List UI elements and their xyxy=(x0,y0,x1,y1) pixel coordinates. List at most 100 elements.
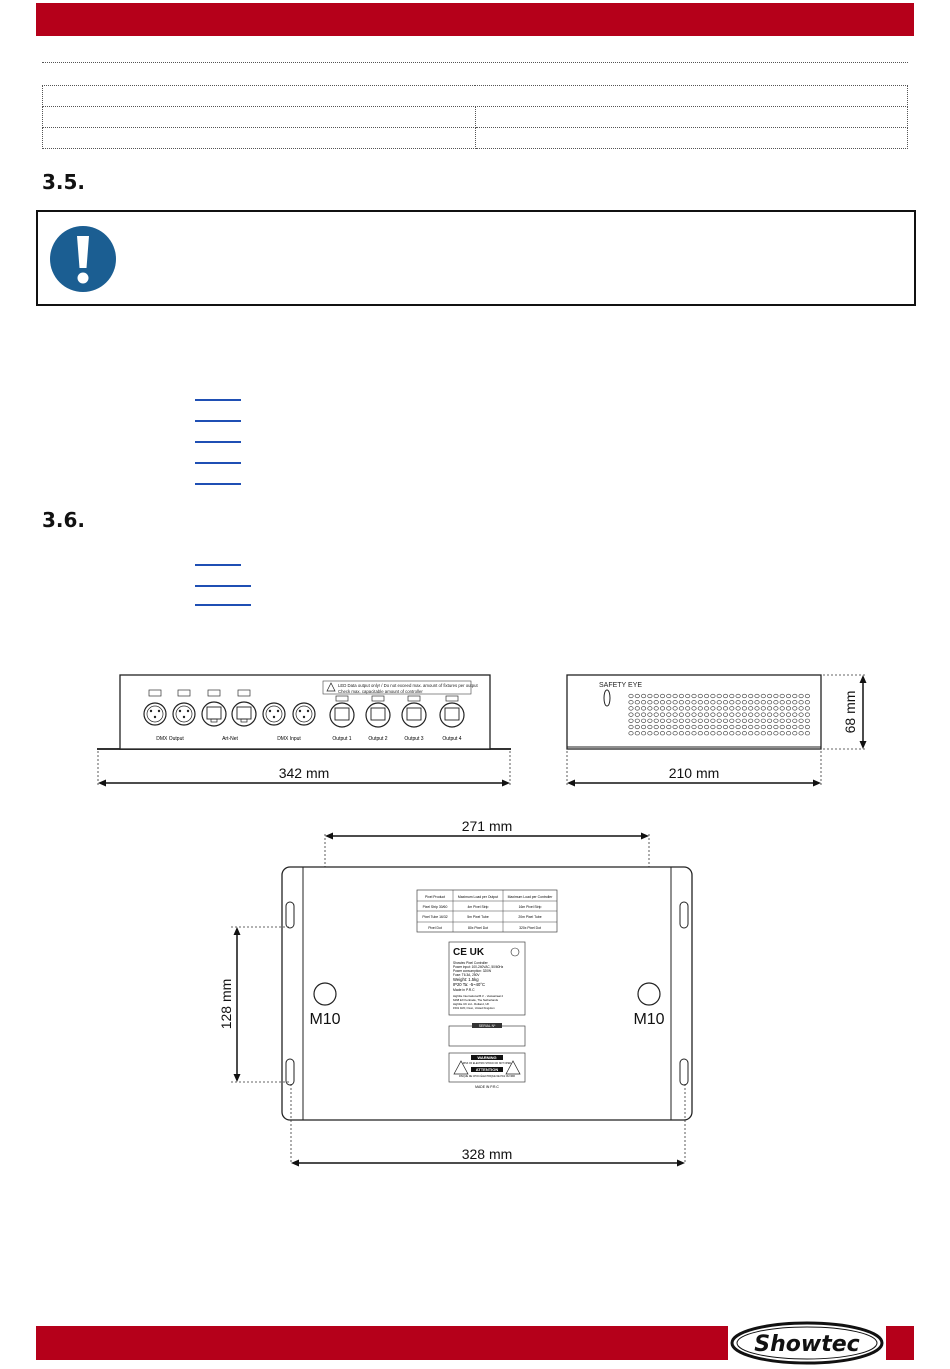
vent-hole xyxy=(672,718,678,723)
vent-hole xyxy=(628,693,634,699)
vent-hole xyxy=(754,724,760,730)
xlr-connector xyxy=(262,702,286,726)
vent-hole xyxy=(723,724,729,730)
warning-sticker: WARNING RISK OF ELECTRIC SHOCK DO NOT OP… xyxy=(448,1052,526,1089)
label-line: Power consumption: 320W xyxy=(453,969,491,973)
made-in-text: MADE IN P.R.C xyxy=(475,1085,499,1089)
vent-hole xyxy=(672,706,678,711)
vent-hole xyxy=(798,706,804,711)
vent-hole xyxy=(741,706,747,711)
caution-warning-icon xyxy=(505,1060,521,1075)
vent-hole xyxy=(704,712,710,717)
vent-hole xyxy=(748,693,754,699)
connector-label: Art-Net xyxy=(222,736,238,742)
vent-hole xyxy=(666,724,672,730)
vent-hole xyxy=(697,724,703,730)
vent-hole xyxy=(678,706,684,711)
vent-hole xyxy=(735,731,741,736)
vent-hole xyxy=(653,700,659,705)
link-underline[interactable] xyxy=(195,462,241,464)
vent-hole xyxy=(723,731,729,736)
vent-hole xyxy=(792,712,798,717)
vent-hole xyxy=(804,718,810,723)
vent-hole xyxy=(634,700,640,705)
spec-table xyxy=(42,85,908,149)
vent-hole xyxy=(704,731,710,736)
vent-hole xyxy=(716,731,722,736)
load-table-sticker: Pixel Product Maximum Load per Output Ma… xyxy=(416,889,558,933)
vent-hole xyxy=(634,731,640,736)
vent-grille xyxy=(628,693,810,736)
link-underline[interactable] xyxy=(195,441,241,443)
vent-hole xyxy=(704,693,710,699)
vent-hole xyxy=(678,700,684,705)
vent-hole xyxy=(697,712,703,717)
vent-hole xyxy=(660,706,666,711)
vent-hole xyxy=(798,712,804,717)
vent-hole xyxy=(660,700,666,705)
vent-hole xyxy=(741,693,747,699)
vent-hole xyxy=(767,712,773,717)
vent-hole xyxy=(647,724,653,730)
vent-hole xyxy=(641,700,647,705)
table-cell xyxy=(42,106,476,128)
vent-hole xyxy=(716,712,722,717)
rj45-connector xyxy=(439,695,465,728)
vent-hole xyxy=(792,700,798,705)
link-underline[interactable] xyxy=(195,564,241,566)
vent-hole xyxy=(672,693,678,699)
vent-hole xyxy=(779,700,785,705)
vent-hole xyxy=(628,724,634,730)
load-table-header: Pixel Product xyxy=(425,895,445,899)
link-underline[interactable] xyxy=(195,399,241,401)
load-table-header: Maximum Load per Controller xyxy=(508,895,554,899)
vent-hole xyxy=(748,731,754,736)
vent-hole xyxy=(798,724,804,730)
load-table-header: Maximum Load per Output xyxy=(458,895,498,899)
vent-hole xyxy=(672,712,678,717)
vent-hole xyxy=(685,724,691,730)
table-cell xyxy=(42,127,476,149)
vent-hole xyxy=(691,712,697,717)
vent-hole xyxy=(786,700,792,705)
link-underline[interactable] xyxy=(195,420,241,422)
vent-hole xyxy=(685,706,691,711)
front-warning-label xyxy=(322,680,472,695)
vent-hole xyxy=(641,718,647,723)
vent-hole xyxy=(691,693,697,699)
link-underline[interactable] xyxy=(195,585,251,587)
label-line: IP20 Ta: -5~40°C xyxy=(453,982,485,987)
vent-hole xyxy=(754,712,760,717)
vent-hole xyxy=(678,693,684,699)
label-line: 6468 EX Kerkrade, The Netherlands xyxy=(453,998,499,1002)
vent-hole xyxy=(697,693,703,699)
vent-hole xyxy=(773,700,779,705)
vent-hole xyxy=(660,712,666,717)
vent-hole xyxy=(647,731,653,736)
rj45-connector xyxy=(365,695,391,728)
certification-marks: CE UK xyxy=(453,947,485,958)
vent-hole xyxy=(628,731,634,736)
load-table-cell: Pixel Tube 16/32 xyxy=(422,915,447,919)
vent-hole xyxy=(804,706,810,711)
vent-hole xyxy=(729,700,735,705)
vent-hole xyxy=(628,706,634,711)
vent-hole xyxy=(710,706,716,711)
vent-hole xyxy=(804,724,810,730)
vent-hole xyxy=(660,724,666,730)
label-line: Power input: 100-240VAC, 50/60Hz xyxy=(453,965,504,969)
vent-hole xyxy=(653,718,659,723)
label-line: 1501 1RF, Oxon, United Kingdom xyxy=(453,1006,495,1010)
vent-hole xyxy=(628,712,634,717)
vent-hole xyxy=(804,700,810,705)
vent-hole xyxy=(735,712,741,717)
link-underline[interactable] xyxy=(195,604,251,606)
vent-hole xyxy=(678,718,684,723)
vent-hole xyxy=(773,724,779,730)
front-panel-drawing: LED Data output only! / Do not exceed ma… xyxy=(97,674,511,787)
label-line: Showtec Pixel Controller xyxy=(453,961,489,965)
link-underline[interactable] xyxy=(195,483,241,485)
table-row xyxy=(42,106,908,128)
rj45-connector xyxy=(401,695,427,728)
warning-triangle-icon xyxy=(326,682,336,692)
